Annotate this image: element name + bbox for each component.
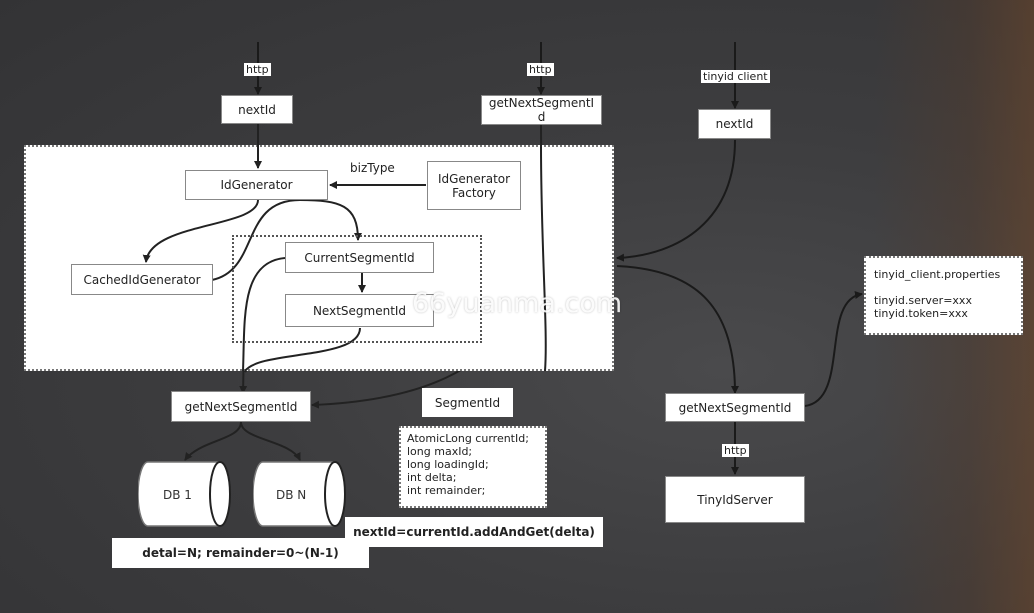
next-id-node: nextId [221,95,293,124]
id-generator-node: IdGenerator [185,170,328,200]
db-n-cylinder [253,461,346,527]
get-next-segment-id-bottom-node: getNextSegmentId [171,391,311,422]
id-generator-factory-line1: IdGenerator [437,171,511,186]
client-next-id-label: nextId [715,117,754,131]
db-1-label: DB 1 [163,488,192,502]
segment-field: int remainder; [407,484,486,497]
biz-type-label: bizType [350,161,395,175]
id-generator-factory-node: IdGenerator Factory [427,161,521,210]
next-segment-id-label: NextSegmentId [312,303,407,318]
segment-field: AtomicLong currentId; [407,432,529,445]
client-next-id-node: nextId [698,109,771,139]
http-label-right: http [722,444,749,457]
http-label-left: http [244,63,271,76]
segment-id-fields: AtomicLong currentId; long maxId; long l… [399,426,547,508]
detal-formula: detal=N; remainder=0~(N-1) [112,538,369,568]
id-generator-factory-line2: Factory [452,185,496,200]
client-properties-title: tinyid_client.properties [874,268,1001,281]
tinyid-server-node: TinyIdServer [665,476,805,523]
current-segment-id-node: CurrentSegmentId [285,242,434,273]
watermark-text: 66yuanma.com [412,288,623,319]
client-properties-server: tinyid.server=xxx [874,294,972,307]
get-next-segment-id-bottom-label: getNextSegmentId [184,399,298,414]
cached-id-generator-node: CachedIdGenerator [71,264,213,295]
next-id-formula: nextId=currentId.addAndGet(delta) [345,517,603,547]
http-label-middle: http [527,63,554,76]
next-id-node-label: nextId [238,102,276,117]
segment-field: int delta; [407,471,457,484]
db-1-cylinder [138,461,231,527]
cached-id-generator-label: CachedIdGenerator [83,272,201,287]
segment-id-node: SegmentId [422,388,513,417]
segment-id-label: SegmentId [434,395,501,410]
db-n-label: DB N [276,488,307,502]
tinyid-server-label: TinyIdServer [697,492,773,507]
segment-field: long loadingId; [407,458,489,471]
next-segment-id-node: NextSegmentId [285,294,434,327]
get-next-segment-id-right-label: getNextSegmentId [678,400,792,415]
get-next-segment-id-top-label: getNextSegmentId [488,96,595,124]
spacer [874,281,1013,294]
get-next-segment-id-top-node: getNextSegmentId [481,95,602,125]
tinyid-client-label: tinyid client [701,70,770,83]
detal-formula-text: detal=N; remainder=0~(N-1) [142,546,339,560]
client-properties-box: tinyid_client.properties tinyid.server=x… [864,256,1023,335]
get-next-segment-id-right-node: getNextSegmentId [665,393,805,422]
next-id-formula-text: nextId=currentId.addAndGet(delta) [353,525,595,539]
current-segment-id-label: CurrentSegmentId [304,250,415,265]
segment-field: long maxId; [407,445,473,458]
id-generator-label: IdGenerator [220,178,293,192]
client-properties-token: tinyid.token=xxx [874,307,968,320]
